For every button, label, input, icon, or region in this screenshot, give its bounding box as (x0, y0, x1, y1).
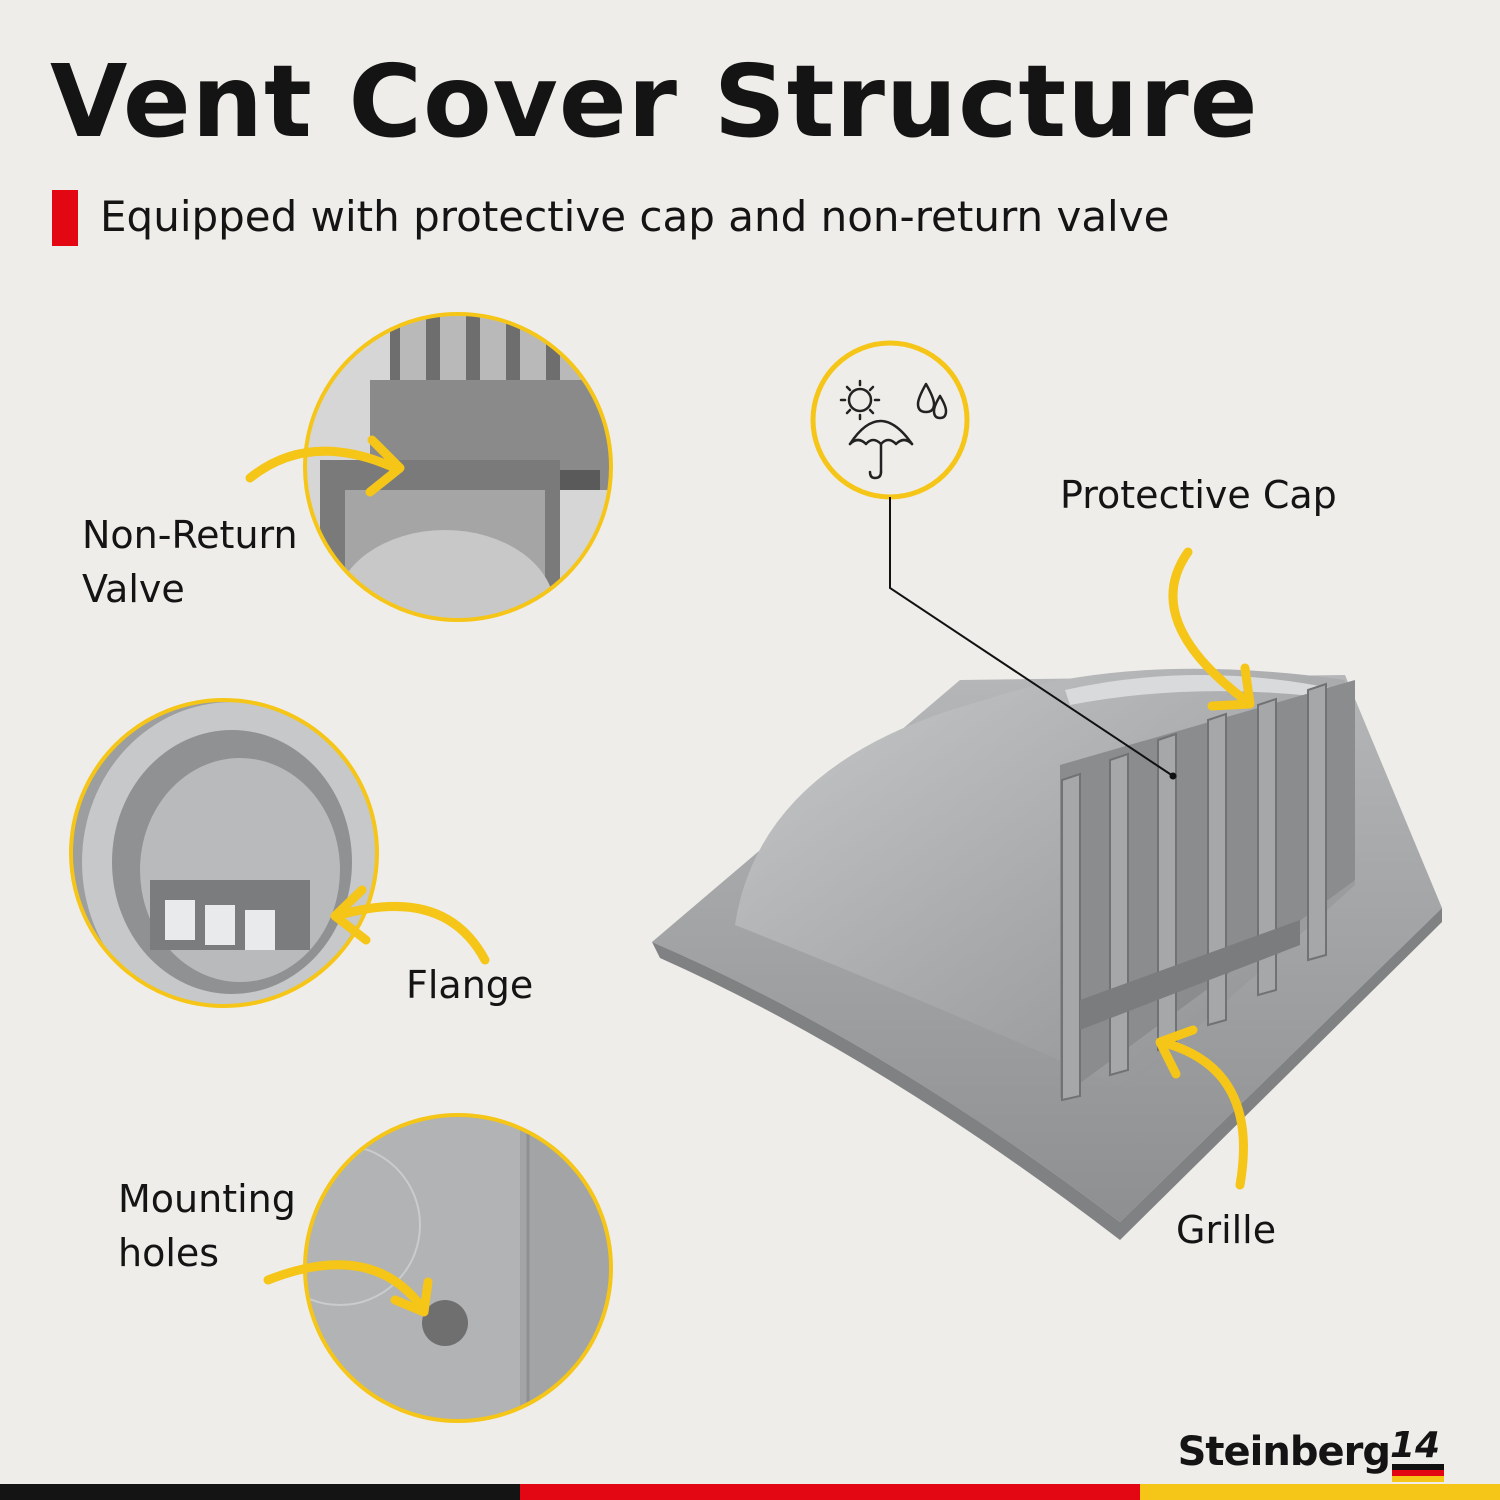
mounting-holes-label-line1: Mounting (118, 1177, 296, 1221)
non-return-valve-label-line2: Valve (82, 567, 185, 611)
footer-stripe-red (520, 1484, 1140, 1500)
protective-cap-label: Protective Cap (1060, 473, 1337, 517)
arrow-icon (1155, 1025, 1248, 1190)
non-return-valve-label: Non-Return Valve (82, 508, 298, 616)
vent-cover-product (652, 668, 1442, 1240)
page-subtitle: Equipped with protective cap and non-ret… (100, 192, 1170, 241)
brand-flag-stripe (1392, 1470, 1444, 1476)
sun-icon (839, 379, 881, 421)
umbrella-icon (848, 419, 914, 480)
footer-stripe-black (0, 1484, 520, 1500)
arrow-icon (245, 435, 405, 497)
arrow-icon (330, 885, 490, 965)
arrow-icon (263, 1260, 433, 1317)
page-title: Vent Cover Structure (50, 43, 1259, 160)
water-drops-icon (916, 382, 948, 420)
badge-pointer-line (889, 497, 1174, 777)
brand-logo: Steinberg (1177, 1429, 1391, 1475)
mounting-holes-label: Mounting holes (118, 1172, 296, 1280)
brand-logo-mark: 14 (1390, 1425, 1441, 1466)
grille-label: Grille (1176, 1208, 1277, 1252)
footer-stripe-yellow (1140, 1484, 1500, 1500)
brand-flag-stripe (1392, 1464, 1444, 1470)
arrow-icon (1168, 547, 1255, 711)
non-return-valve-label-line1: Non-Return (82, 513, 298, 557)
brand-flag-stripe (1392, 1476, 1444, 1482)
weather-protection-badge (810, 340, 970, 500)
subtitle-accent-bar (52, 190, 78, 246)
mounting-holes-label-line2: holes (118, 1231, 220, 1275)
flange-closeup (69, 698, 379, 1008)
flange-label: Flange (406, 963, 534, 1007)
non-return-valve-closeup (303, 312, 613, 622)
